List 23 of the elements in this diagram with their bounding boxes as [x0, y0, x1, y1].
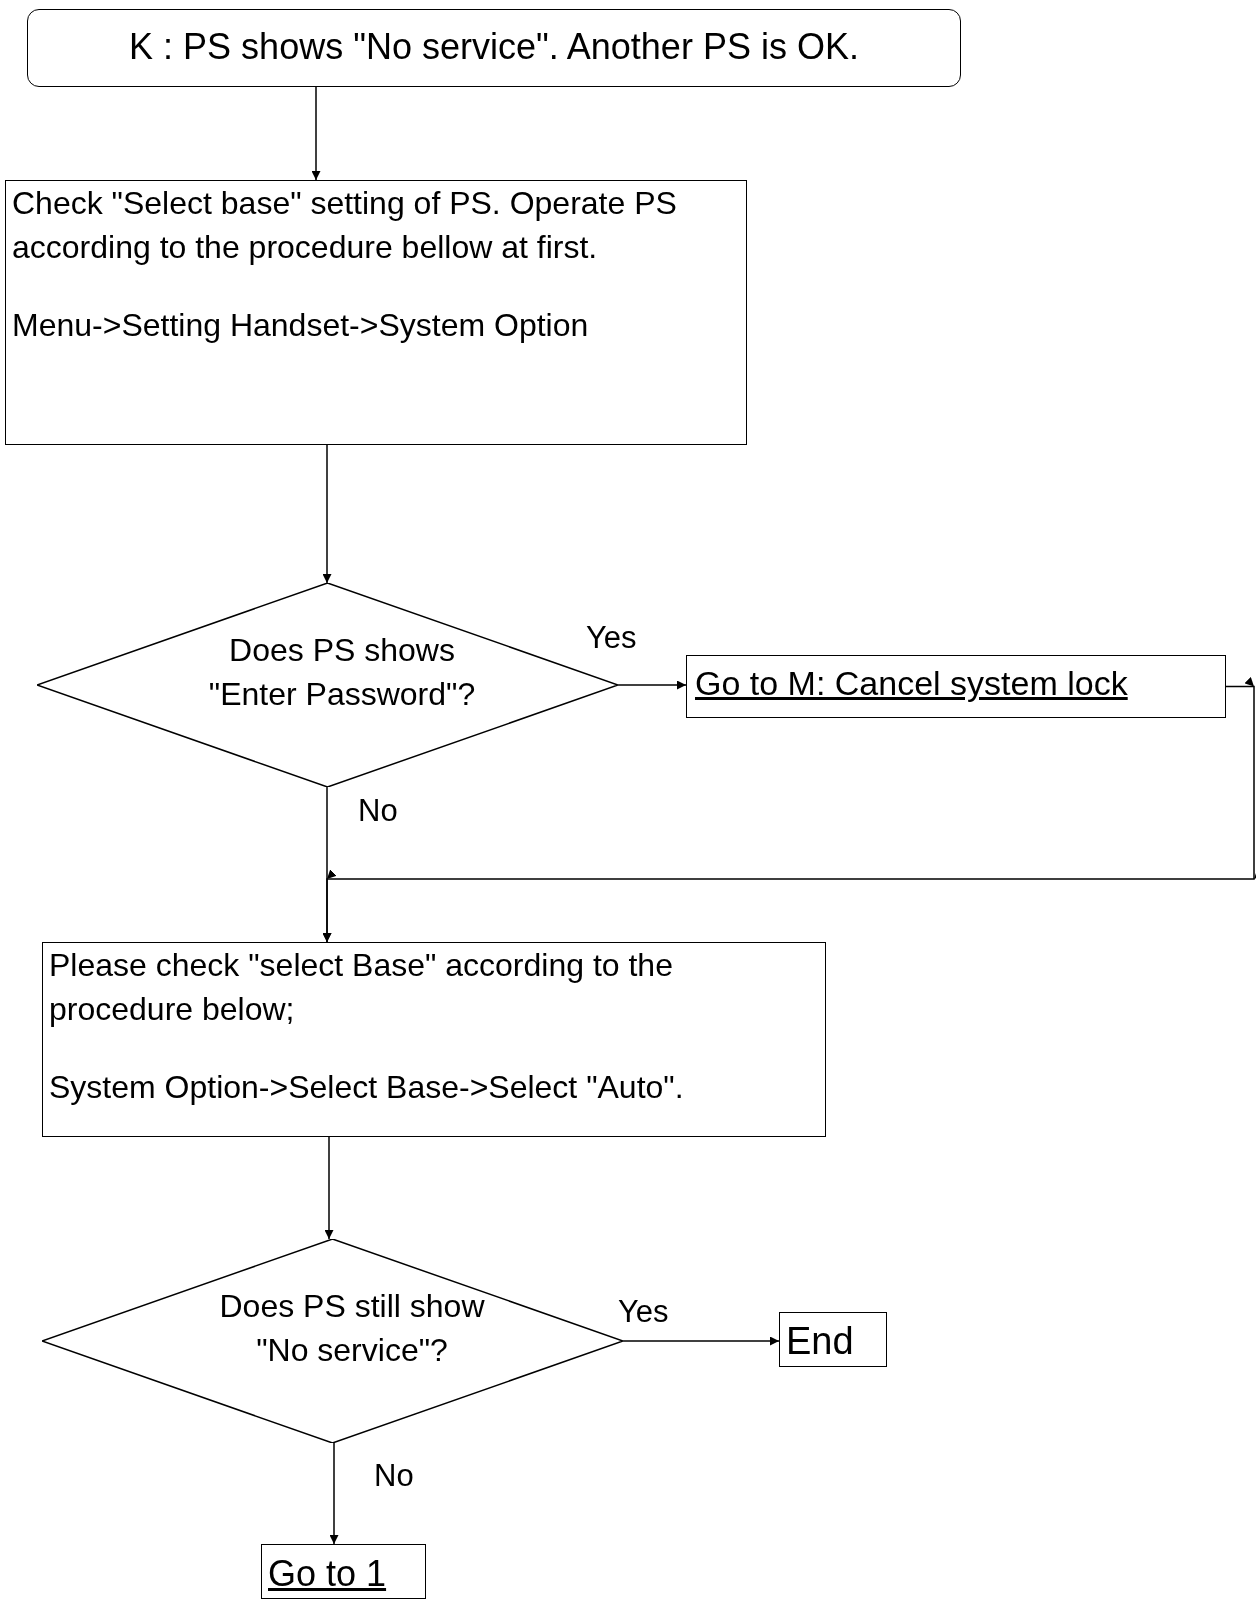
arrow [323, 677, 1256, 943]
node-text: Check "Select base" setting of PS. Operate PS according to the procedure bellow at first. [12, 184, 678, 268]
node-text: K : PS shows "No service". Another PS is OK. [129, 25, 859, 69]
link-text: Go to 1 [268, 1552, 387, 1596]
node-text: System Option->Select Base->Select "Auto". [49, 1068, 684, 1108]
link-box [261, 1544, 426, 1599]
arrow [617, 680, 687, 690]
arrow [311, 86, 321, 181]
link-text: Go to M: Cancel system lock [695, 663, 1128, 704]
node-text: End [786, 1319, 854, 1364]
link-box [686, 655, 1226, 718]
process-box [779, 1312, 887, 1367]
node-text: Please check "select Base" according to the procedure below; [49, 946, 674, 1030]
arrow [329, 1442, 339, 1545]
decision-text: Does PS shows "Enter Password"? [207, 631, 477, 715]
process-box [5, 180, 747, 445]
node-text: Menu->Setting Handset->System Option [12, 306, 589, 346]
arrow [622, 1336, 780, 1346]
process-box [42, 942, 826, 1137]
start-box [27, 9, 961, 87]
decision-text: Does PS still show "No service"? [218, 1287, 486, 1371]
arrow [324, 1136, 334, 1240]
arrow [322, 444, 332, 584]
